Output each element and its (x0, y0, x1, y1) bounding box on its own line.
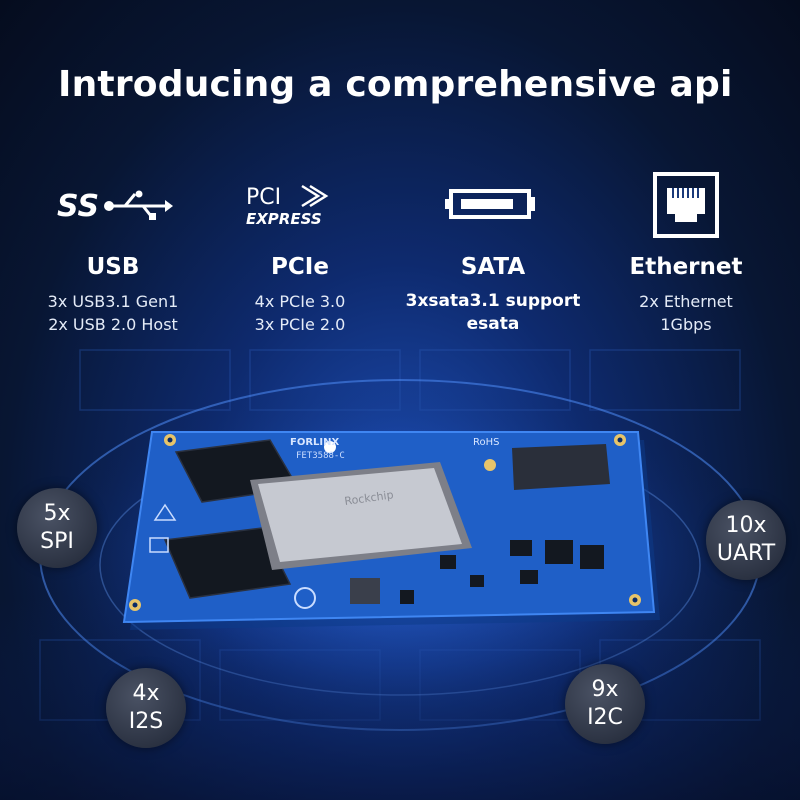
interface-badge-i2c: 9x I2C (565, 664, 645, 744)
interface-i2s-name: I2S (128, 709, 164, 734)
feature-usb: SS USB 3x USB3.1 Gen1 2x USB 2.0 Host (18, 170, 208, 336)
interface-i2c-count: 9x (591, 677, 619, 702)
interface-i2c-name: I2C (587, 705, 623, 730)
feature-pcie-line-2: 3x PCIe 2.0 (254, 315, 346, 334)
feature-ethernet-line-2: 1Gbps (660, 315, 712, 334)
feature-sata-line-1: 3xsata3.1 support (405, 291, 581, 311)
interface-spi-count: 5x (43, 501, 71, 526)
interface-badge-uart: 10x UART (706, 500, 786, 580)
feature-ethernet: Ethernet 2x Ethernet 1Gbps (591, 170, 781, 336)
feature-usb-line-2: 2x USB 2.0 Host (48, 315, 178, 334)
interface-spi-name: SPI (40, 529, 74, 554)
feature-sata-name: SATA (460, 254, 526, 280)
feature-ethernet-line-1: 2x Ethernet (639, 292, 733, 311)
board-model: FET3588-C (296, 451, 345, 461)
interface-i2s-count: 4x (132, 681, 160, 706)
interface-badge-i2s: 4x I2S (106, 668, 186, 748)
interface-uart-count: 10x (725, 513, 767, 538)
ethernet-port-icon (591, 170, 781, 240)
feature-pcie: PCI EXPRESS PCIe 4x PCIe 3.0 3x PCIe 2.0 (205, 170, 395, 336)
svg-text:EXPRESS: EXPRESS (246, 210, 322, 228)
feature-sata-line-2: esata (466, 314, 520, 334)
feature-pcie-line-1: 4x PCIe 3.0 (254, 292, 346, 311)
board-rohs: RoHS (473, 437, 499, 448)
interface-uart-name: UART (716, 541, 776, 566)
usb-ss-icon: SS (18, 170, 208, 240)
sata-connector-icon (398, 170, 588, 240)
board-brand: FORLINX (290, 437, 339, 448)
page-title: Introducing a comprehensive api (58, 64, 733, 105)
feature-usb-line-1: 3x USB3.1 Gen1 (47, 292, 179, 311)
interface-badge-spi: 5x SPI (17, 488, 97, 568)
feature-sata: SATA 3xsata3.1 support esata (398, 170, 588, 336)
svg-text:SS: SS (57, 189, 99, 224)
svg-text:PCI: PCI (246, 185, 281, 210)
feature-usb-name: USB (86, 254, 140, 280)
pci-express-icon: PCI EXPRESS (205, 170, 395, 240)
som-board: Rockchip FORLINX FET3588-C RoHS (122, 431, 660, 630)
feature-pcie-name: PCIe (271, 254, 329, 280)
feature-ethernet-name: Ethernet (629, 254, 743, 280)
